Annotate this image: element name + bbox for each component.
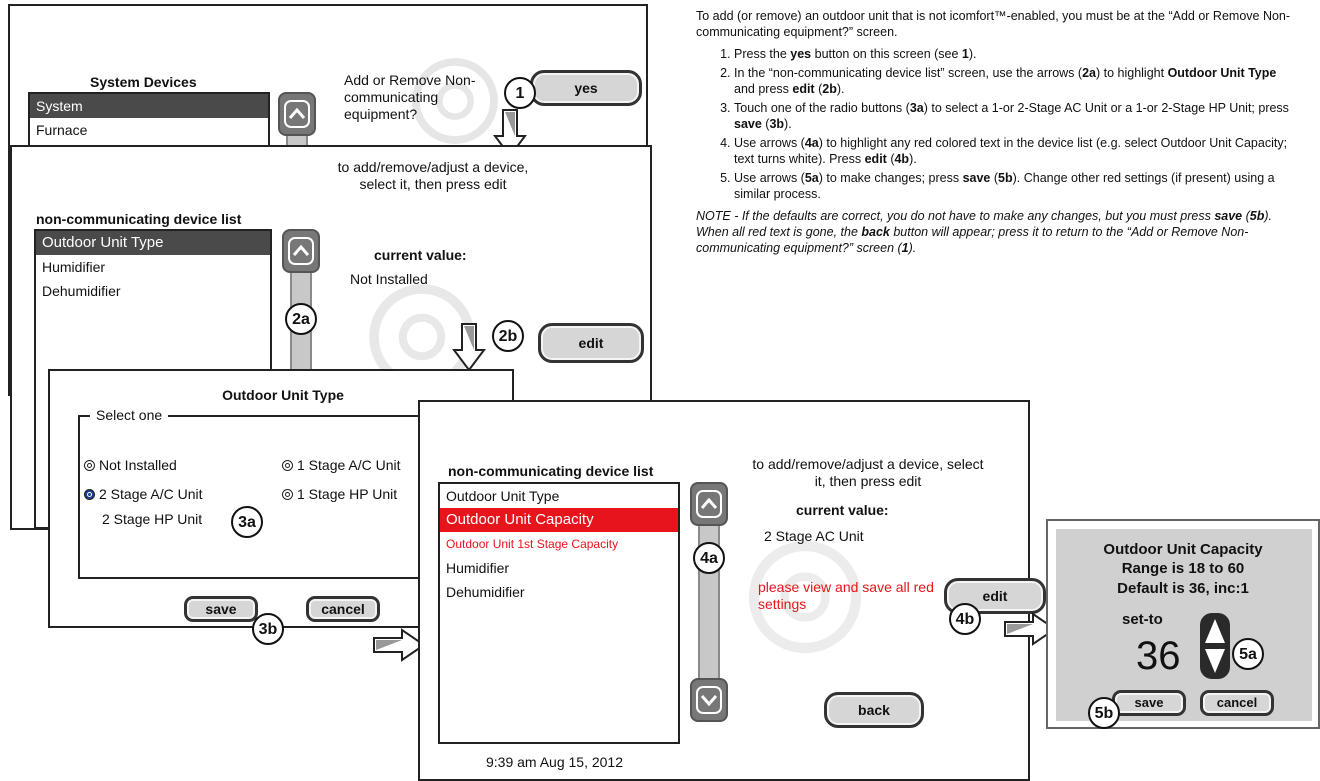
gear-watermark-icon bbox=[748, 540, 862, 654]
callout-4a: 4a bbox=[693, 542, 725, 574]
option-1-stage-hp[interactable]: 1 Stage HP Unit bbox=[282, 486, 462, 502]
screen-outdoor-unit-capacity: Outdoor Unit Capacity Range is 18 to 60 … bbox=[1046, 519, 1320, 729]
chevron-up-icon bbox=[696, 490, 722, 518]
callout-4b: 4b bbox=[949, 603, 981, 635]
arrow-right-icon bbox=[373, 628, 426, 662]
list-item-dehumidifier[interactable]: Dehumidifier bbox=[446, 584, 525, 600]
list-item-outdoor-unit-type[interactable]: Outdoor Unit Type bbox=[446, 488, 560, 504]
callout-5a: 5a bbox=[1232, 638, 1264, 670]
list-title: System Devices bbox=[90, 74, 197, 90]
scroll-down-button[interactable] bbox=[690, 678, 728, 722]
option-2-stage-hp[interactable]: 2 Stage HP Unit bbox=[102, 511, 203, 527]
timestamp: 9:39 am Aug 15, 2012 bbox=[486, 754, 623, 770]
list-item-humidifier[interactable]: Humidifier bbox=[446, 560, 510, 576]
list-item-dehumidifier[interactable]: Dehumidifier bbox=[42, 283, 121, 299]
capacity-value: 36 bbox=[1136, 634, 1181, 678]
callout-1: 1 bbox=[504, 77, 536, 109]
capacity-default: Default is 36, inc:1 bbox=[1117, 580, 1249, 597]
radio-selected-icon bbox=[84, 489, 95, 500]
chevron-up-icon bbox=[284, 100, 310, 128]
back-button[interactable]: back bbox=[824, 692, 924, 728]
current-value-label: current value: bbox=[374, 247, 467, 263]
chevron-down-icon bbox=[696, 686, 722, 714]
instructions-note: NOTE - If the defaults are correct, you … bbox=[696, 209, 1273, 255]
instruction-step-3: Touch one of the radio buttons (3a) to s… bbox=[734, 100, 1296, 132]
list-item-humidifier[interactable]: Humidifier bbox=[42, 259, 106, 275]
setto-label: set-to bbox=[1122, 611, 1163, 628]
gear-watermark-icon bbox=[412, 58, 498, 144]
radio-icon bbox=[84, 460, 95, 471]
list-title: non-communicating device list bbox=[448, 463, 654, 479]
cancel-button[interactable]: cancel bbox=[306, 596, 380, 622]
capacity-range: Range is 18 to 60 bbox=[1121, 560, 1245, 577]
dialog-title: Outdoor Unit Type bbox=[222, 387, 344, 403]
callout-3a: 3a bbox=[231, 506, 263, 538]
warning-text: please view and save all red settings bbox=[758, 579, 934, 612]
current-value: 2 Stage AC Unit bbox=[764, 528, 864, 544]
instruction-step-4: Use arrows (4a) to highlight any red col… bbox=[734, 135, 1296, 167]
edit-button[interactable]: edit bbox=[538, 323, 644, 363]
device-list: Outdoor Unit Type Outdoor Unit Capacity … bbox=[438, 482, 680, 744]
arrow-right-icon bbox=[1004, 612, 1057, 646]
chevron-up-icon bbox=[288, 237, 314, 265]
up-down-arrows[interactable] bbox=[1198, 611, 1232, 681]
list-item-outdoor-unit-1st-stage-capacity[interactable]: Outdoor Unit 1st Stage Capacity bbox=[446, 537, 619, 551]
instruction-step-1: Press the yes button on this screen (see… bbox=[734, 46, 1296, 62]
arrow-down-icon bbox=[452, 323, 486, 372]
instruction-text: to add/remove/adjust a device, select it… bbox=[752, 456, 984, 489]
callout-5b: 5b bbox=[1088, 697, 1120, 729]
group-label: Select one bbox=[90, 407, 169, 423]
capacity-title: Outdoor Unit Capacity bbox=[1103, 541, 1263, 558]
screen-device-list-red: non-communicating device list Outdoor Un… bbox=[418, 400, 1046, 781]
option-not-installed[interactable]: Not Installed bbox=[84, 457, 177, 473]
instruction-step-5: Use arrows (5a) to make changes; press s… bbox=[734, 170, 1296, 202]
cancel-button[interactable]: cancel bbox=[1200, 690, 1274, 716]
callout-2a: 2a bbox=[285, 303, 317, 335]
current-value: Not Installed bbox=[350, 271, 428, 287]
instruction-text: to add/remove/adjust a device, select it… bbox=[337, 159, 529, 192]
list-title: non-communicating device list bbox=[36, 211, 242, 227]
scroll-up-button[interactable] bbox=[278, 92, 316, 136]
radio-icon bbox=[282, 489, 293, 500]
callout-3b: 3b bbox=[252, 613, 284, 645]
scroll-up-button[interactable] bbox=[282, 229, 320, 273]
current-value-label: current value: bbox=[796, 502, 889, 518]
up-down-arrow-icon bbox=[1200, 613, 1230, 679]
save-button[interactable]: save bbox=[184, 596, 258, 622]
question-text: Add or Remove Non-communicating equipmen… bbox=[344, 72, 476, 122]
instructions-intro: To add (or remove) an outdoor unit that … bbox=[696, 9, 1291, 39]
capacity-panel bbox=[1056, 529, 1312, 721]
list-item-furnace[interactable]: Furnace bbox=[36, 122, 88, 138]
instruction-step-2: In the “non-communicating device list” s… bbox=[734, 65, 1296, 97]
callout-2b: 2b bbox=[492, 320, 524, 352]
instructions-panel: To add (or remove) an outdoor unit that … bbox=[696, 8, 1296, 256]
scroll-up-button[interactable] bbox=[690, 482, 728, 526]
save-button[interactable]: save bbox=[1112, 690, 1186, 716]
instructions-steps: Press the yes button on this screen (see… bbox=[696, 46, 1296, 202]
yes-button[interactable]: yes bbox=[530, 70, 642, 106]
option-2-stage-ac[interactable]: 2 Stage A/C Unit bbox=[84, 486, 203, 502]
option-1-stage-ac[interactable]: 1 Stage A/C Unit bbox=[282, 457, 462, 473]
list-item-system[interactable]: System bbox=[30, 94, 268, 118]
list-item-outdoor-unit-type[interactable]: Outdoor Unit Type bbox=[36, 231, 270, 255]
list-item-outdoor-unit-capacity[interactable]: Outdoor Unit Capacity bbox=[440, 508, 678, 532]
radio-icon bbox=[282, 460, 293, 471]
